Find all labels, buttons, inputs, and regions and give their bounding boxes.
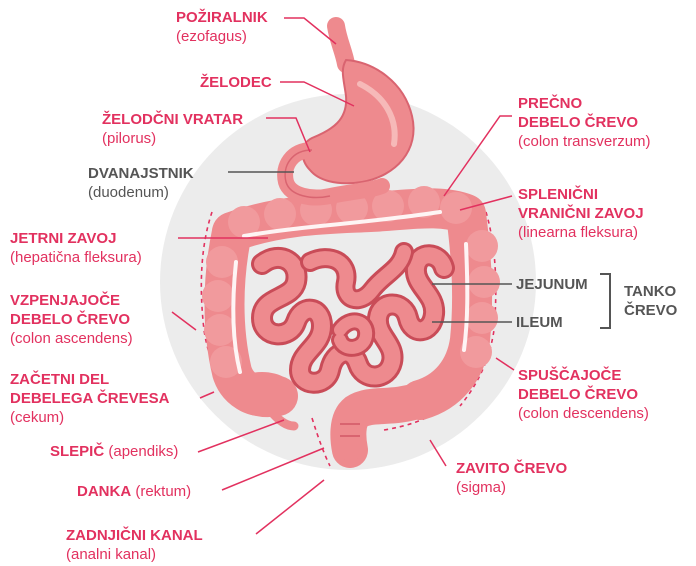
label-poziralnik-title: POŽIRALNIK [176, 8, 268, 27]
label-jejunum: JEJUNUM [516, 275, 588, 294]
label-zelodec-title: ŽELODEC [200, 73, 272, 92]
label-zavito-title: ZAVITO ČREVO [456, 459, 567, 478]
label-precno-sub: (colon transverzum) [518, 132, 651, 151]
label-vzpenjajoce-title1: VZPENJAJOČE [10, 291, 133, 310]
label-splenicni-sub: (linearna fleksura) [518, 223, 644, 242]
label-zadnjicni-sub: (analni kanal) [66, 545, 203, 564]
label-zadnjicni: ZADNJIČNI KANAL (analni kanal) [66, 526, 203, 564]
label-jetrni-zavoj-sub: (hepatična fleksura) [10, 248, 142, 267]
label-poziralnik: POŽIRALNIK (ezofagus) [176, 8, 268, 46]
label-splenicni-title2: VRANIČNI ZAVOJ [518, 204, 644, 223]
label-zelodec: ŽELODEC [200, 73, 272, 92]
label-zacetni-del-sub: (cekum) [10, 408, 169, 427]
label-danka-title: DANKA [77, 483, 131, 500]
label-precno-title2: DEBELO ČREVO [518, 113, 651, 132]
label-zadnjicni-title: ZADNJIČNI KANAL [66, 526, 203, 545]
label-zavito-sub: (sigma) [456, 478, 567, 497]
label-zacetni-del-title2: DEBELEGA ČREVESA [10, 389, 169, 408]
label-precno: PREČNO DEBELO ČREVO (colon transverzum) [518, 94, 651, 151]
label-dvanajstnik: DVANAJSTNIK (duodenum) [88, 164, 194, 202]
label-vzpenjajoce-title2: DEBELO ČREVO [10, 310, 133, 329]
label-slepic: SLEPIČ (apendiks) [50, 442, 178, 461]
label-zelodcni-vratar-sub: (pilorus) [102, 129, 243, 148]
label-jetrni-zavoj-title: JETRNI ZAVOJ [10, 229, 142, 248]
label-dvanajstnik-title: DVANAJSTNIK [88, 164, 194, 183]
label-jetrni-zavoj: JETRNI ZAVOJ (hepatična fleksura) [10, 229, 142, 267]
label-dvanajstnik-sub: (duodenum) [88, 183, 194, 202]
label-poziralnik-sub: (ezofagus) [176, 27, 268, 46]
label-tanko-crevo: TANKO ČREVO [624, 282, 677, 320]
label-tanko-title2: ČREVO [624, 301, 677, 320]
label-zelodcni-vratar-title: ŽELODČNI VRATAR [102, 110, 243, 129]
label-danka-sub: (rektum) [135, 483, 191, 500]
label-spuscajoce-title2: DEBELO ČREVO [518, 385, 649, 404]
label-jejunum-title: JEJUNUM [516, 275, 588, 294]
label-slepic-title: SLEPIČ [50, 443, 104, 460]
label-zacetni-del-title1: ZAČETNI DEL [10, 370, 169, 389]
label-ileum-title: ILEUM [516, 313, 563, 332]
label-danka: DANKA (rektum) [77, 482, 191, 501]
label-precno-title1: PREČNO [518, 94, 651, 113]
label-spuscajoce-title1: SPUŠČAJOČE [518, 366, 649, 385]
label-ileum: ILEUM [516, 313, 563, 332]
label-spuscajoce-sub: (colon descendens) [518, 404, 649, 423]
label-zacetni-del: ZAČETNI DEL DEBELEGA ČREVESA (cekum) [10, 370, 169, 427]
label-zavito: ZAVITO ČREVO (sigma) [456, 459, 567, 497]
label-tanko-title1: TANKO [624, 282, 677, 301]
label-splenicni: SPLENIČNI VRANIČNI ZAVOJ (linearna fleks… [518, 185, 644, 242]
label-spuscajoce: SPUŠČAJOČE DEBELO ČREVO (colon descenden… [518, 366, 649, 423]
label-zelodcni-vratar: ŽELODČNI VRATAR (pilorus) [102, 110, 243, 148]
label-vzpenjajoce-sub: (colon ascendens) [10, 329, 133, 348]
label-splenicni-title1: SPLENIČNI [518, 185, 644, 204]
label-vzpenjajoce: VZPENJAJOČE DEBELO ČREVO (colon ascenden… [10, 291, 133, 348]
label-slepic-sub: (apendiks) [108, 443, 178, 460]
